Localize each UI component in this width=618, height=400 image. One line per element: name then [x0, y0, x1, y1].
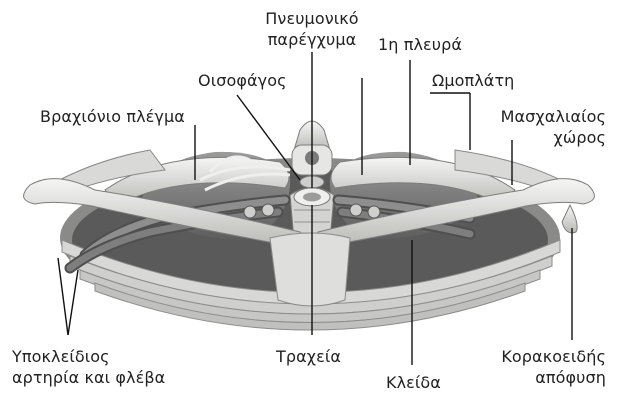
label-axillary-space: Μασχαλιαίος χώρος	[466, 106, 606, 148]
label-trachea: Τραχεία	[276, 346, 341, 367]
label-subclavian-line1: Υποκλείδιος	[12, 346, 165, 367]
label-coracoid: Κορακοειδής απόφυση	[470, 346, 606, 388]
label-scapula: Ωμοπλάτη	[432, 70, 514, 91]
label-coracoid-line1: Κορακοειδής	[470, 346, 606, 367]
sternum	[270, 233, 350, 306]
label-brachial-plexus: Βραχιόνιο πλέγμα	[40, 106, 185, 127]
label-coracoid-line2: απόφυση	[470, 367, 606, 388]
label-lung-parenchyma: Πνευμονικό παρέγχυμα	[262, 8, 362, 50]
label-axillary-space-line2: χώρος	[466, 127, 606, 148]
label-first-rib: 1η πλευρά	[378, 34, 462, 55]
label-clavicle: Κλείδα	[386, 372, 441, 393]
label-lung-parenchyma-line2: παρέγχυμα	[262, 29, 362, 50]
label-subclavian: Υποκλείδιος αρτηρία και φλέβα	[12, 346, 165, 388]
label-subclavian-line2: αρτηρία και φλέβα	[12, 367, 165, 388]
label-esophagus: Οισοφάγος	[198, 70, 287, 91]
label-lung-parenchyma-line1: Πνευμονικό	[262, 8, 362, 29]
label-axillary-space-line1: Μασχαλιαίος	[466, 106, 606, 127]
leader-subclavian-vein	[68, 270, 78, 335]
